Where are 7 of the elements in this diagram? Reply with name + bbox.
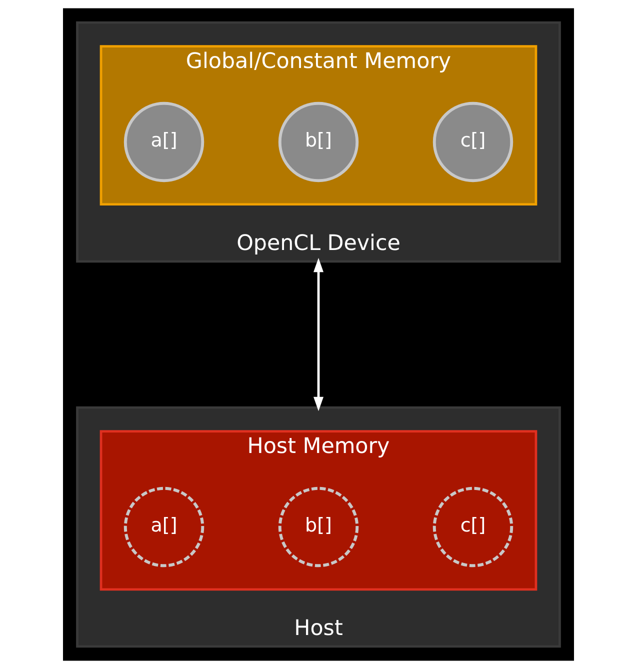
node-circle: a[] [124, 102, 204, 182]
node-circle: b[] [278, 102, 359, 182]
node-circle: c[] [432, 102, 514, 182]
node-circle: c[] [432, 486, 514, 568]
node-circle: a[] [124, 486, 204, 568]
arrow [314, 258, 324, 412]
node-circle: b[] [278, 486, 359, 568]
